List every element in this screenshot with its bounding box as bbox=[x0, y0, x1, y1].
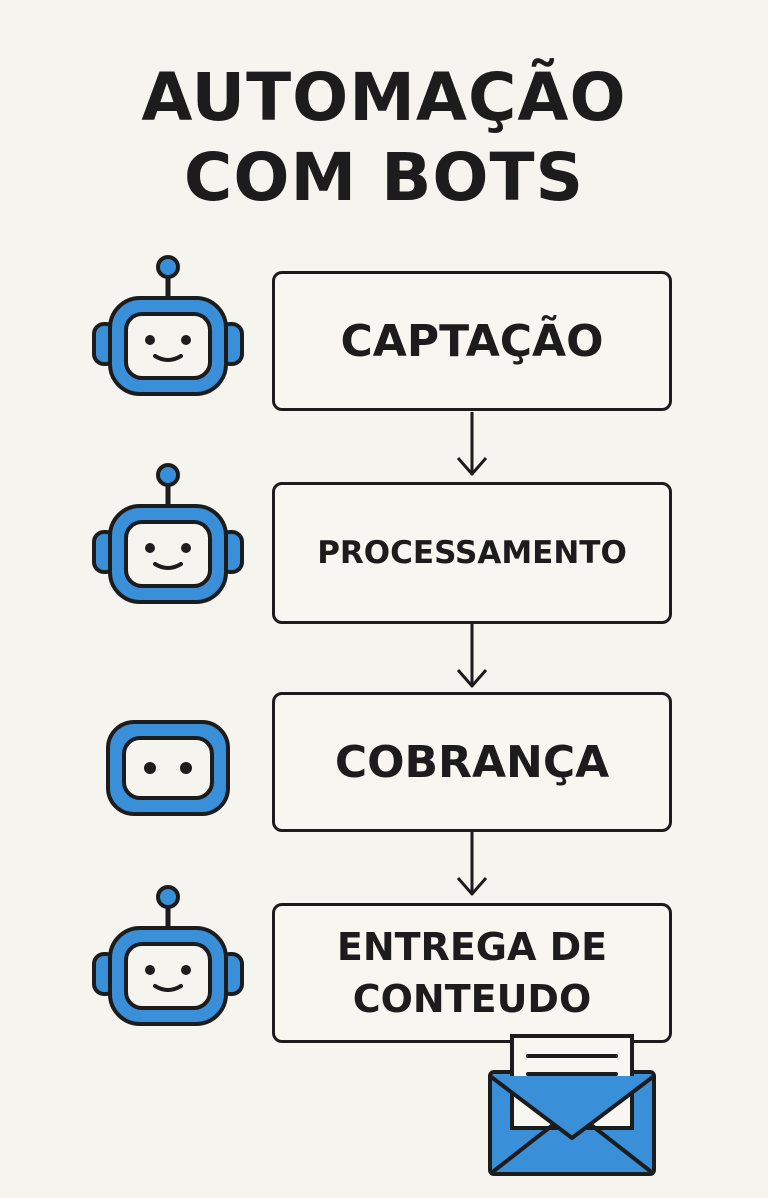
robot-icon bbox=[92, 463, 244, 604]
robot-icon bbox=[92, 255, 244, 396]
arrow-down-icon bbox=[456, 412, 488, 476]
page-title: AUTOMAÇÃO COM BOTS bbox=[0, 58, 768, 218]
step-box-processamento: PROCESSAMENTO bbox=[272, 482, 672, 624]
step-box-entrega-de-conteudo: ENTREGA DE CONTEUDO bbox=[272, 903, 672, 1043]
robot-face-icon bbox=[106, 720, 230, 816]
step-box-cobranca: COBRANÇA bbox=[272, 692, 672, 832]
title-line-2: COM BOTS bbox=[183, 139, 585, 216]
arrow-down-icon bbox=[456, 832, 488, 896]
step-label: CAPTAÇÃO bbox=[340, 315, 604, 367]
robot-icon bbox=[92, 885, 244, 1026]
step-label: COBRANÇA bbox=[334, 736, 610, 788]
envelope-letter-icon bbox=[488, 1034, 656, 1176]
step-label: ENTREGA DE CONTEUDO bbox=[336, 925, 608, 1021]
step-label: PROCESSAMENTO bbox=[317, 535, 627, 571]
step-box-captacao: CAPTAÇÃO bbox=[272, 271, 672, 411]
arrow-down-icon bbox=[456, 624, 488, 688]
title-line-1: AUTOMAÇÃO bbox=[141, 59, 627, 136]
